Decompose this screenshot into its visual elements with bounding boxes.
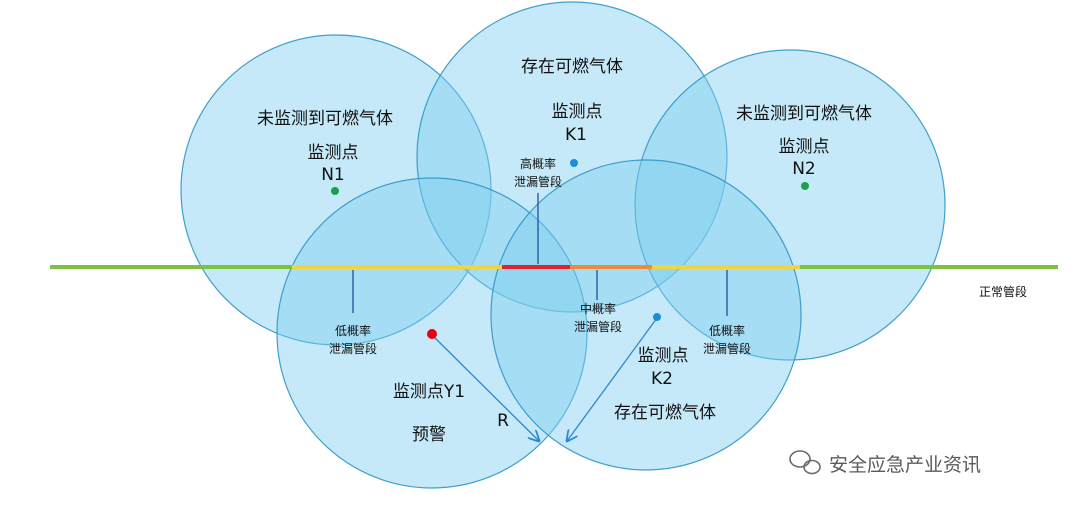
low-left-segment-label-1: 低概率 — [335, 323, 371, 338]
k2-name-label: 监测点 — [638, 346, 689, 366]
n1-name-label: 监测点 — [308, 143, 359, 163]
radius-arrows — [431, 317, 658, 441]
circle-k1 — [416, 1, 728, 313]
point-n1-dot — [331, 187, 339, 195]
normal-segment-label: 正常管段 — [979, 284, 1027, 299]
n1-status-label: 未监测到可燃气体 — [257, 109, 393, 129]
low-right-segment-label-2: 泄漏管段 — [703, 341, 751, 356]
watermark-text: 安全应急产业资讯 — [829, 454, 981, 476]
radius-arrow-k2 — [567, 317, 658, 441]
low-right-segment-label-1: 低概率 — [709, 323, 745, 338]
n2-status-label: 未监测到可燃气体 — [736, 104, 872, 124]
n2-id-label: N2 — [792, 159, 816, 179]
high-segment-label-2: 泄漏管段 — [514, 174, 562, 189]
high-segment-label-1: 高概率 — [520, 156, 556, 171]
circle-k2 — [490, 159, 802, 471]
leader-lines — [352, 193, 728, 316]
k2-status-label: 存在可燃气体 — [614, 403, 716, 423]
y1-name-label: 监测点Y1 — [393, 382, 465, 402]
n1-id-label: N1 — [321, 165, 345, 185]
wechat-icon — [789, 450, 821, 475]
point-k1-dot — [570, 159, 578, 167]
point-y1-dot — [427, 329, 437, 339]
point-n2-dot — [801, 182, 809, 190]
k1-name-label: 监测点 — [552, 102, 603, 122]
low-left-segment-label-2: 泄漏管段 — [329, 341, 377, 356]
point-k2-dot — [653, 313, 661, 321]
k2-id-label: K2 — [651, 369, 673, 389]
y1-alert-label: 预警 — [412, 425, 446, 445]
n2-name-label: 监测点 — [779, 137, 830, 157]
k1-status-label: 存在可燃气体 — [521, 57, 623, 77]
k1-id-label: K1 — [565, 125, 587, 145]
mid-segment-label-1: 中概率 — [580, 301, 616, 316]
radius-label: R — [497, 411, 509, 431]
radius-arrow-y1 — [431, 334, 539, 441]
circle-n2 — [634, 49, 946, 361]
mid-segment-label-2: 泄漏管段 — [574, 319, 622, 334]
